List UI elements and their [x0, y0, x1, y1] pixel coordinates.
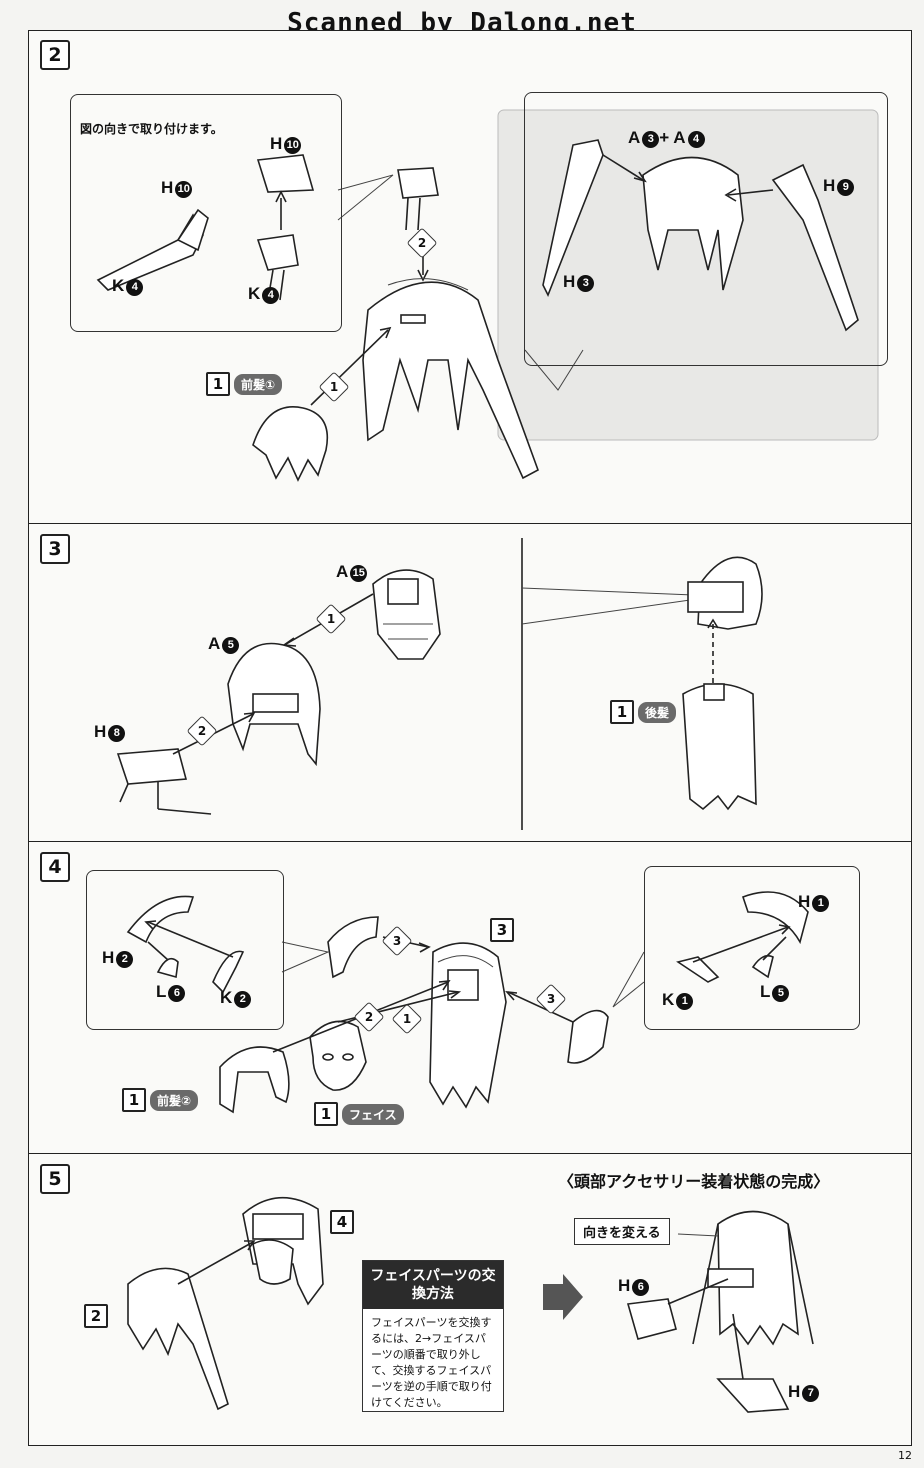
part-number-badge: 10 [175, 181, 193, 198]
ref-part-pill: 後髪 [638, 701, 677, 723]
part-number-badge: 3 [577, 275, 595, 292]
part-number-badge: 10 [284, 137, 302, 154]
reference-face: 1 フェイス [314, 1102, 404, 1126]
reference-front-hair-2: 1 前髪② [122, 1088, 199, 1112]
part-letter: H [161, 178, 174, 197]
step-number: 5 [40, 1164, 70, 1194]
ref-step-box: 1 [206, 372, 230, 396]
part-letter: L [156, 982, 167, 1001]
info-body: フェイスパーツを交換するには、2→フェイスパーツの順番で取り外して、交換するフェ… [371, 1316, 492, 1409]
ref-step-box-4: 4 [330, 1210, 354, 1234]
part-number-badge: 9 [837, 179, 855, 196]
step-5-illustration [127, 1196, 814, 1413]
step-4: 4 [28, 842, 912, 1154]
part-number-badge: 6 [168, 985, 186, 1002]
left-callout [70, 94, 342, 332]
part-letter: A [628, 128, 641, 147]
info-title: フェイスパーツの交換方法 [363, 1261, 503, 1309]
part-number-badge: 4 [687, 131, 705, 148]
part-letter: H [823, 176, 836, 195]
step-number: 4 [40, 852, 70, 882]
part-letter: K [220, 988, 233, 1007]
part-number-badge: 3 [642, 131, 660, 148]
ref-part-pill: 前髪① [234, 373, 283, 395]
reference-back-hair: 1 後髪 [610, 700, 677, 724]
part-number-badge: 7 [802, 1385, 820, 1402]
part-letter: H [618, 1276, 631, 1295]
completion-heading: 〈頭部アクセサリー装着状態の完成〉 [558, 1172, 830, 1191]
part-number-badge: 1 [676, 993, 694, 1010]
page-number: 12 [898, 1449, 912, 1462]
part-letter: H [102, 948, 115, 967]
part-letter: H [788, 1382, 801, 1401]
part-letter: A [336, 562, 349, 581]
part-number-badge: 15 [350, 565, 368, 582]
part-letter: K [112, 276, 125, 295]
part-number-badge: 4 [126, 279, 144, 296]
left-callout [86, 870, 284, 1030]
ref-step-box-2: 2 [84, 1304, 108, 1328]
part-letter: H [94, 722, 107, 741]
rotate-view-tag: 向きを変える [574, 1218, 670, 1245]
right-callout [644, 866, 860, 1030]
part-letter: K [662, 990, 675, 1009]
part-letter: K [248, 284, 261, 303]
ref-step-box-3: 3 [490, 918, 514, 942]
step-2: 2 [28, 30, 912, 524]
part-number-badge: 2 [116, 951, 134, 968]
step-3-illustration [116, 538, 763, 830]
part-number-badge: 6 [632, 1279, 650, 1296]
orientation-note: 図の向きで取り付けます。 [80, 122, 223, 136]
part-number-badge: 4 [262, 287, 280, 304]
part-letter: A [208, 634, 221, 653]
ref-step-box: 1 [610, 700, 634, 724]
right-callout [524, 92, 888, 366]
part-letter: L [760, 982, 771, 1001]
part-number-badge: 2 [234, 991, 252, 1008]
ref-step-box: 1 [122, 1088, 146, 1112]
part-number-badge: 5 [222, 637, 240, 654]
ref-part-pill: 前髪② [150, 1089, 199, 1111]
part-number-badge: 1 [812, 895, 830, 912]
part-number-badge: 5 [772, 985, 790, 1002]
step-2-illustration [96, 109, 879, 482]
step-4-illustration [126, 891, 809, 1114]
part-number-badge: 8 [108, 725, 126, 742]
reference-front-hair-1: 1 前髪① [206, 372, 283, 396]
step-number: 3 [40, 534, 70, 564]
face-parts-swap-info: フェイスパーツの交換方法 フェイスパーツを交換するには、2→フェイスパーツの順番… [362, 1260, 504, 1412]
part-letter: H [798, 892, 811, 911]
step-number: 2 [40, 40, 70, 70]
part-letter-plus: + A [659, 128, 686, 147]
part-letter: H [270, 134, 283, 153]
part-letter: H [563, 272, 576, 291]
ref-step-box: 1 [314, 1102, 338, 1126]
ref-part-pill: フェイス [342, 1103, 404, 1125]
